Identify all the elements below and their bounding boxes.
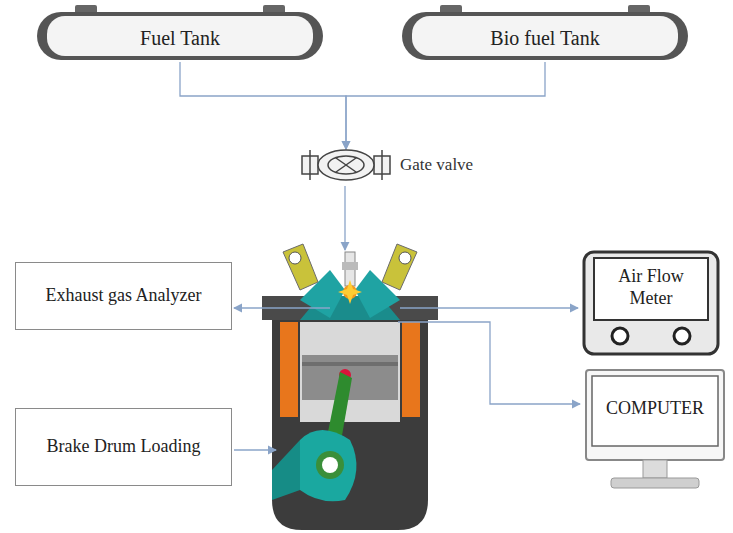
engine	[262, 244, 438, 530]
analyzer-box: Exhaust gas Analyzer	[15, 262, 232, 330]
node-label: Air Flow Meter	[598, 260, 704, 316]
load-arrow	[234, 449, 276, 450]
gate-valve: Gate valve	[298, 146, 508, 184]
computer-monitor: COMPUTER	[584, 368, 726, 493]
air-flow-meter: Air Flow Meter	[582, 250, 720, 356]
fuel-line	[346, 62, 545, 149]
fuel-tank: Fuel Tank	[35, 4, 325, 62]
node-label: Exhaust gas Analyzer	[23, 266, 224, 326]
node-label: Brake Drum Loading	[23, 412, 224, 482]
node-label: Bio fuel Tank	[430, 18, 660, 58]
node-outline	[584, 368, 726, 493]
biofuel-tank: Bio fuel Tank	[400, 4, 690, 62]
exhaust-arrow	[234, 307, 330, 308]
feed-arrow	[344, 186, 345, 250]
signal-arrow	[398, 322, 580, 404]
airflow-arrow	[400, 307, 578, 308]
node-label: COMPUTER	[596, 378, 714, 440]
node-label: Gate valve	[400, 146, 508, 184]
fuel-line	[180, 62, 346, 149]
brake-box: Brake Drum Loading	[15, 408, 232, 486]
node-label: Fuel Tank	[65, 18, 295, 58]
